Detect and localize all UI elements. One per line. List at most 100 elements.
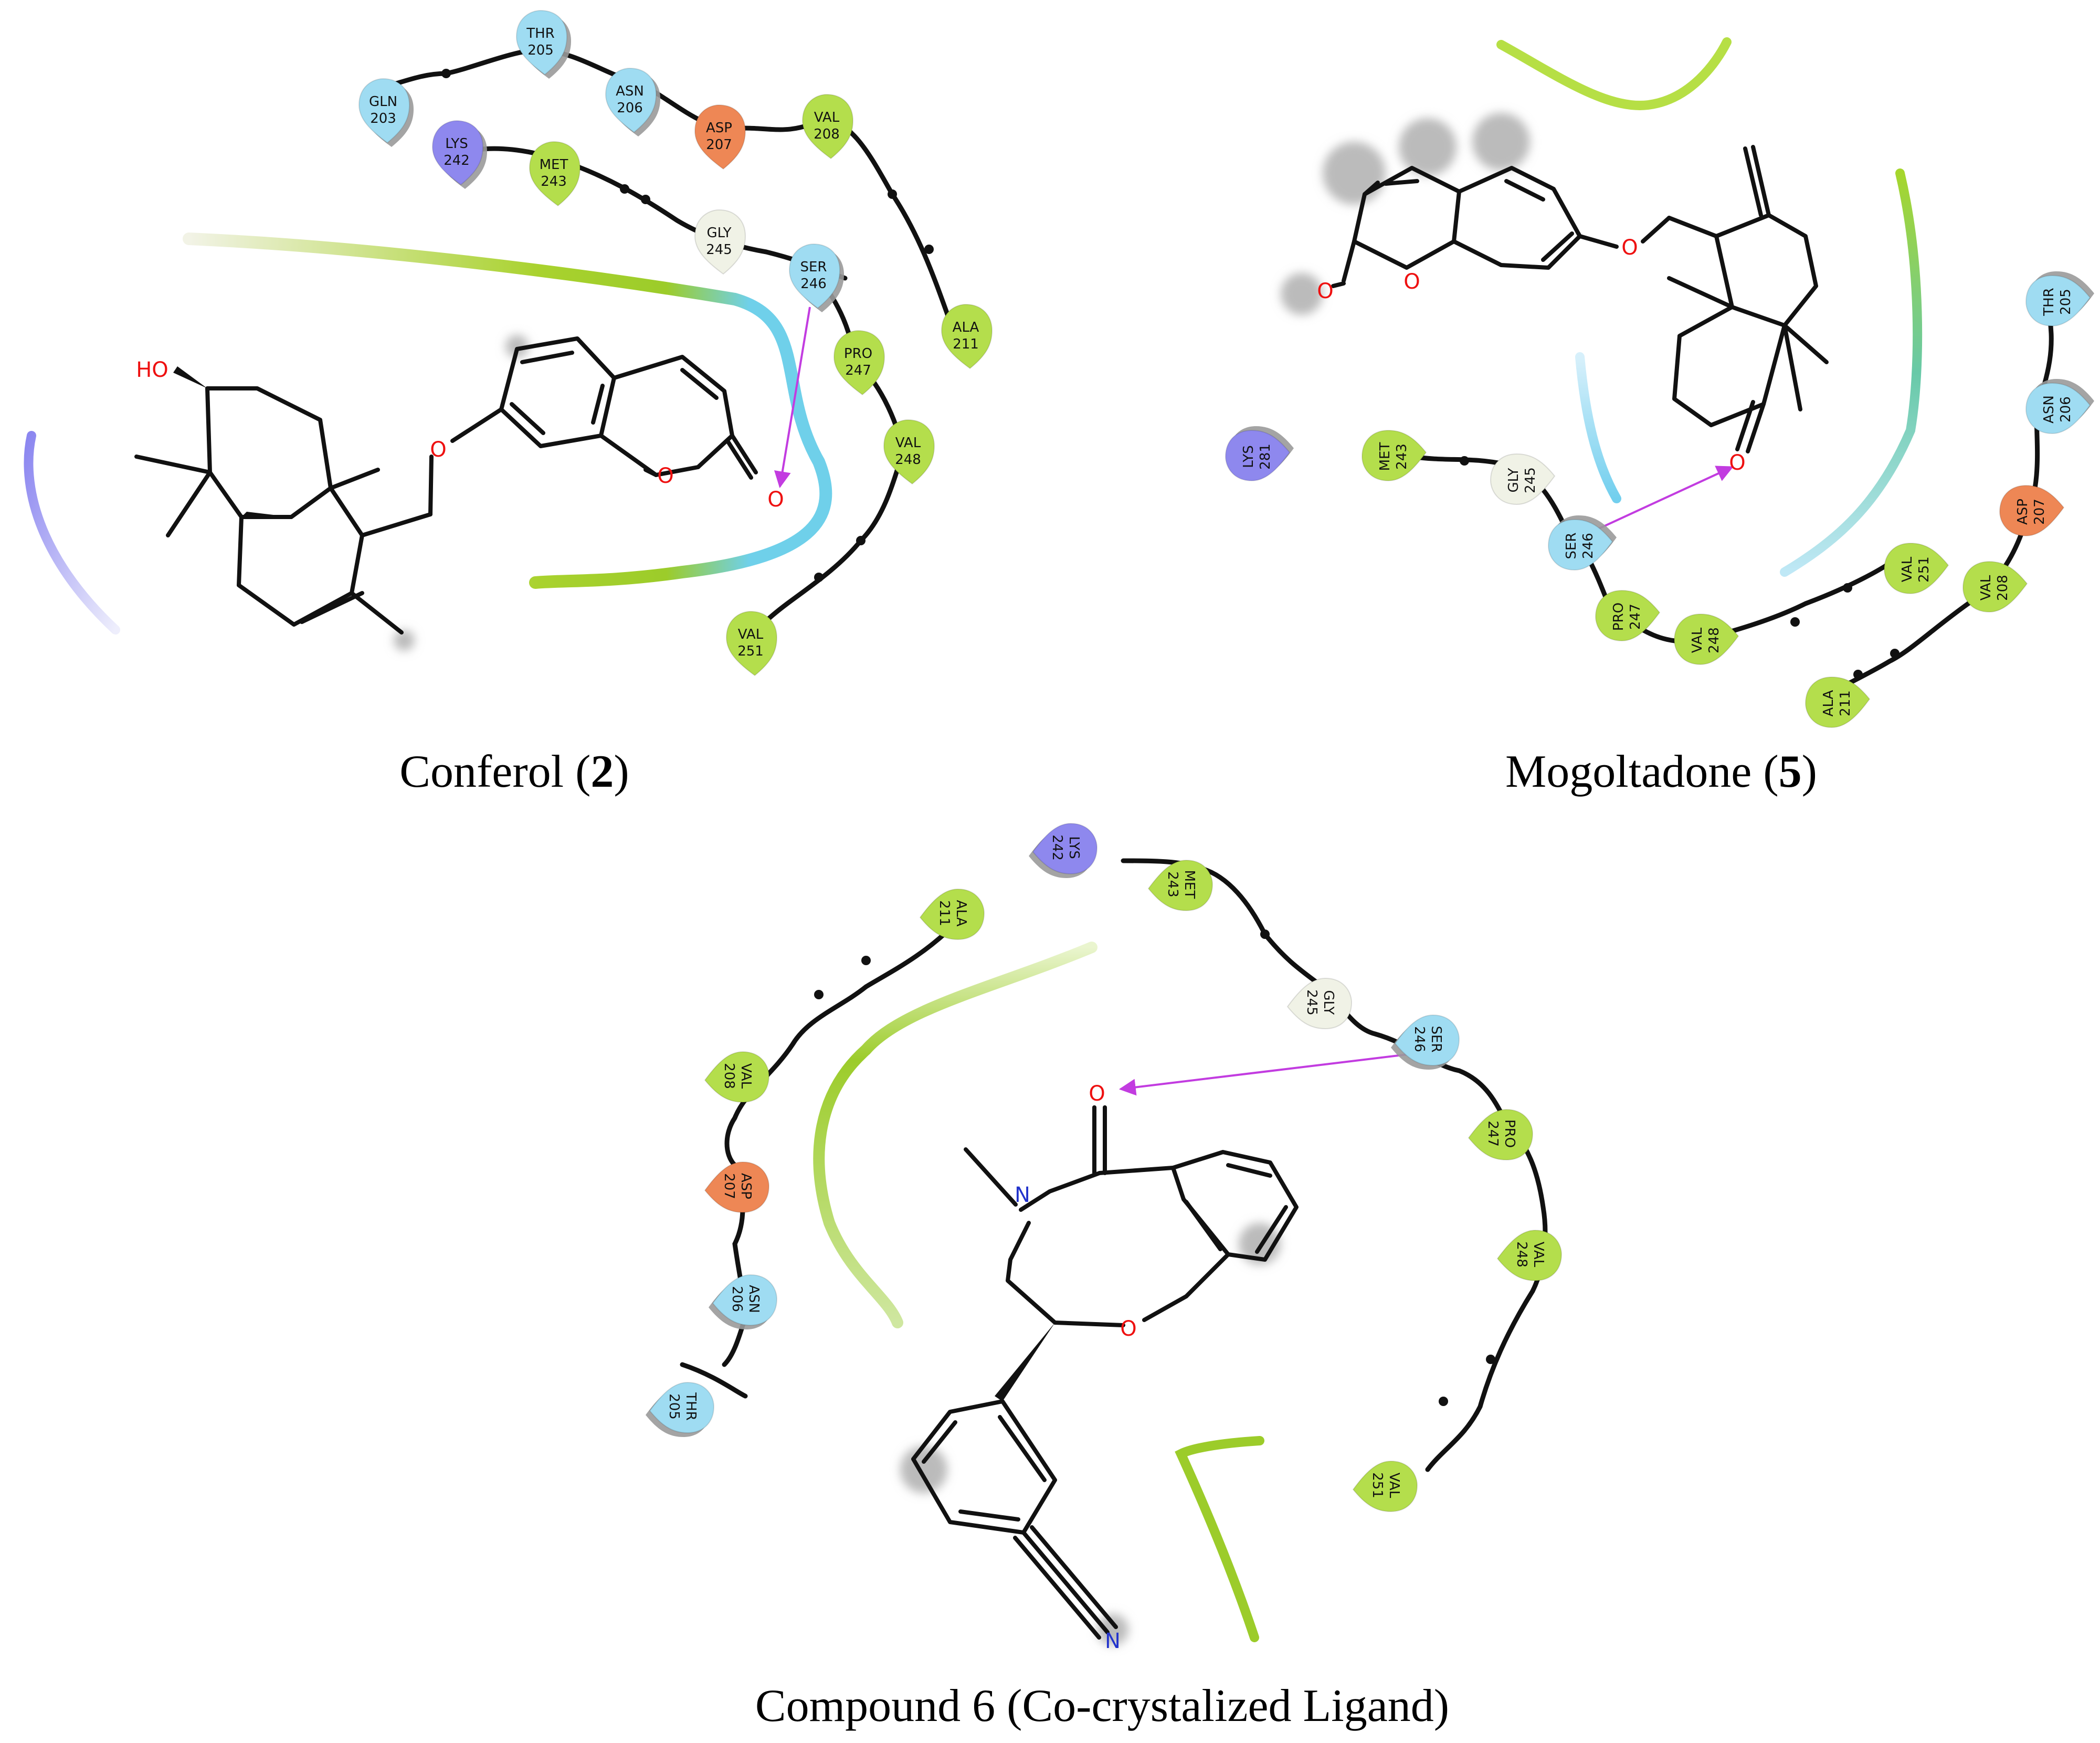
residue-number: 207: [706, 137, 732, 153]
wedge-bond-2: [241, 512, 291, 517]
residue-marker: [529, 141, 581, 207]
residue-name: VAL: [1386, 1473, 1402, 1498]
panel-mogoltadone: O O O O: [1281, 37, 2054, 706]
residue-name: ASP: [2015, 499, 2031, 525]
residue-marker: [1962, 561, 2028, 613]
caption-name: Mogoltadone: [1505, 746, 1752, 797]
caption-conferol: Conferol (2): [399, 746, 629, 797]
residue-marker: [1032, 822, 1098, 875]
residue-marker: [1490, 453, 1556, 505]
residue-number: 208: [814, 126, 840, 142]
residue-marker: [358, 78, 410, 144]
residue-name: THR: [2041, 288, 2057, 316]
ligand-glow: [394, 335, 529, 651]
residue-marker: [1468, 1108, 1534, 1161]
caption-compound-6: Compound 6 (Co-crystalized Ligand): [755, 1679, 1449, 1733]
residue-marker: [1147, 859, 1213, 912]
residue-name: VAL: [814, 110, 840, 125]
residue-number: 281: [1258, 443, 1273, 470]
residue-name: LYS: [1241, 445, 1257, 468]
residue-marker: [515, 9, 568, 76]
residue-number: 242: [444, 153, 470, 168]
residue-number: 243: [541, 174, 567, 189]
ketone-oxygen-label: O: [1729, 451, 1745, 475]
caption-number: 5: [1778, 746, 1802, 797]
residue-number: 207: [721, 1173, 737, 1199]
residue-name: ALA: [1821, 690, 1837, 716]
residue-marker: [694, 104, 746, 170]
residue-number: 205: [527, 43, 554, 58]
wedge-bond: [995, 1323, 1055, 1401]
caption-number: 2: [590, 746, 614, 797]
caption-name: Conferol: [399, 746, 564, 797]
residue-number: 247: [845, 363, 871, 378]
residue-marker: [649, 1381, 715, 1434]
residue-number: 203: [370, 111, 396, 126]
residue-number: 206: [617, 100, 643, 116]
residue-name: ASN: [616, 83, 644, 99]
residue-name: SER: [1428, 1026, 1444, 1053]
ether-oxygen-label: O: [1621, 236, 1638, 260]
residue-number: 211: [953, 336, 979, 352]
residue-name: VAL: [1690, 627, 1705, 653]
residue-number: 205: [666, 1393, 682, 1420]
residue-number: 246: [1580, 533, 1596, 559]
hbond-arrow: [774, 307, 811, 489]
residue-marker: [712, 1274, 778, 1326]
residue-marker: [1673, 613, 1739, 665]
residue-name: ASN: [746, 1285, 762, 1313]
residue-name: ASP: [738, 1173, 754, 1199]
pocket-surface-right: [1780, 168, 1923, 577]
residue-marker: [919, 888, 985, 941]
residue-number: 251: [1369, 1472, 1385, 1498]
pocket-surface-bottom: [1175, 1436, 1264, 1642]
ligand-glow: [900, 1223, 1281, 1645]
residue-name: LYS: [1066, 836, 1082, 859]
residue-marker: [941, 303, 993, 369]
residue-number: 251: [1916, 556, 1932, 583]
caption-mogoltadone: Mogoltadone (5): [1505, 746, 1817, 797]
residue-marker: [1394, 1014, 1460, 1066]
residue-name: ALA: [953, 900, 969, 927]
residue-marker: [704, 1051, 770, 1103]
pocket-surface-purple: [24, 431, 120, 635]
residue-marker: [1804, 676, 1871, 728]
lactone-oxygen-label: O: [1403, 270, 1420, 294]
ether-oxygen-label: O: [430, 438, 446, 462]
residue-name: PRO: [1611, 603, 1627, 631]
backbone-joints: [441, 69, 934, 582]
residue-number: 246: [800, 276, 827, 292]
residue-marker: [833, 330, 885, 396]
residue-number: 248: [1706, 627, 1722, 653]
residue-name: VAL: [1900, 556, 1915, 582]
residue-name: PRO: [844, 346, 872, 362]
residue-number: 251: [737, 643, 764, 659]
residue-number: 245: [706, 242, 732, 258]
residue-marker: [1286, 977, 1353, 1030]
residue-number: 206: [729, 1286, 745, 1312]
residue-number: 208: [1995, 575, 2011, 601]
residue-name: THR: [526, 26, 555, 41]
pocket-surface-left: [1575, 352, 1621, 503]
residue-marker: [1361, 429, 1427, 482]
residue-number: 242: [1049, 834, 1065, 861]
lactone-oxygen-label: O: [657, 464, 673, 488]
panel-conferol: HO O O O: [24, 47, 958, 651]
residue-marker: [1999, 484, 2065, 537]
residue-number: 211: [1838, 690, 1853, 716]
